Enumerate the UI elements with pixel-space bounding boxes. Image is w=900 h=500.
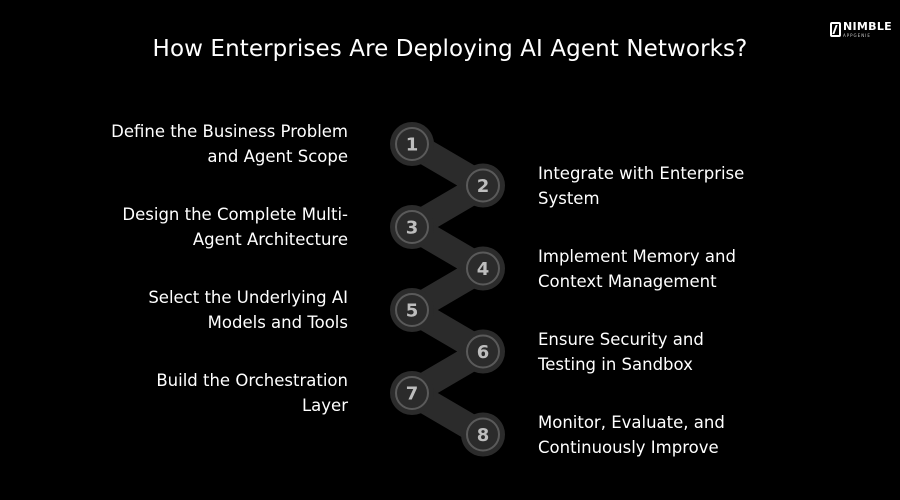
node-ring xyxy=(466,417,500,452)
step-node-8: 8 xyxy=(461,412,505,457)
step-number: 7 xyxy=(406,384,419,405)
logo-tagline: APPGENIE xyxy=(843,33,871,38)
step-node-1: 1 xyxy=(390,122,434,166)
step-node-5: 5 xyxy=(390,288,434,332)
node-ring xyxy=(466,251,500,286)
step-label-1: Define the Business Problem and Agent Sc… xyxy=(111,122,348,166)
node-ring xyxy=(395,376,429,410)
step-label-8: Monitor, Evaluate, and Continuously Impr… xyxy=(538,412,725,457)
step-label-4: Implement Memory and Context Management xyxy=(538,246,736,291)
step-node-7: 7 xyxy=(390,371,434,415)
step-label-7: Build the Orchestration Layer xyxy=(156,371,348,415)
step-node-6: 6 xyxy=(461,329,505,374)
step-number: 8 xyxy=(477,425,490,446)
step-number: 5 xyxy=(406,301,419,322)
step-number: 1 xyxy=(406,135,419,156)
step-label-5: Select the Underlying AI Models and Tool… xyxy=(148,288,348,332)
node-ring xyxy=(466,168,500,203)
step-node-2: 2 xyxy=(461,163,505,208)
step-label-6: Ensure Security and Testing in Sandbox xyxy=(538,329,704,374)
step-number: 4 xyxy=(477,259,490,280)
step-nodes: 1 2 3 4 5 6 7 8 xyxy=(390,122,505,457)
logo-mark-icon xyxy=(830,22,841,37)
nimble-appgenie-logo: NIMBLE APPGENIE xyxy=(830,20,892,42)
node-ring xyxy=(395,293,429,327)
page-title: How Enterprises Are Deploying AI Agent N… xyxy=(152,36,748,62)
step-node-4: 4 xyxy=(461,246,505,291)
step-node-3: 3 xyxy=(390,205,434,249)
node-ring xyxy=(466,334,500,369)
node-ring xyxy=(395,210,429,244)
step-number: 2 xyxy=(477,176,490,197)
node-ring xyxy=(395,127,429,161)
step-label-2: Integrate with Enterprise System xyxy=(538,163,745,208)
step-number: 3 xyxy=(406,218,419,239)
step-label-3: Design the Complete Multi-Agent Architec… xyxy=(122,205,348,249)
logo-wordmark: NIMBLE xyxy=(843,20,892,33)
step-number: 6 xyxy=(477,342,490,363)
